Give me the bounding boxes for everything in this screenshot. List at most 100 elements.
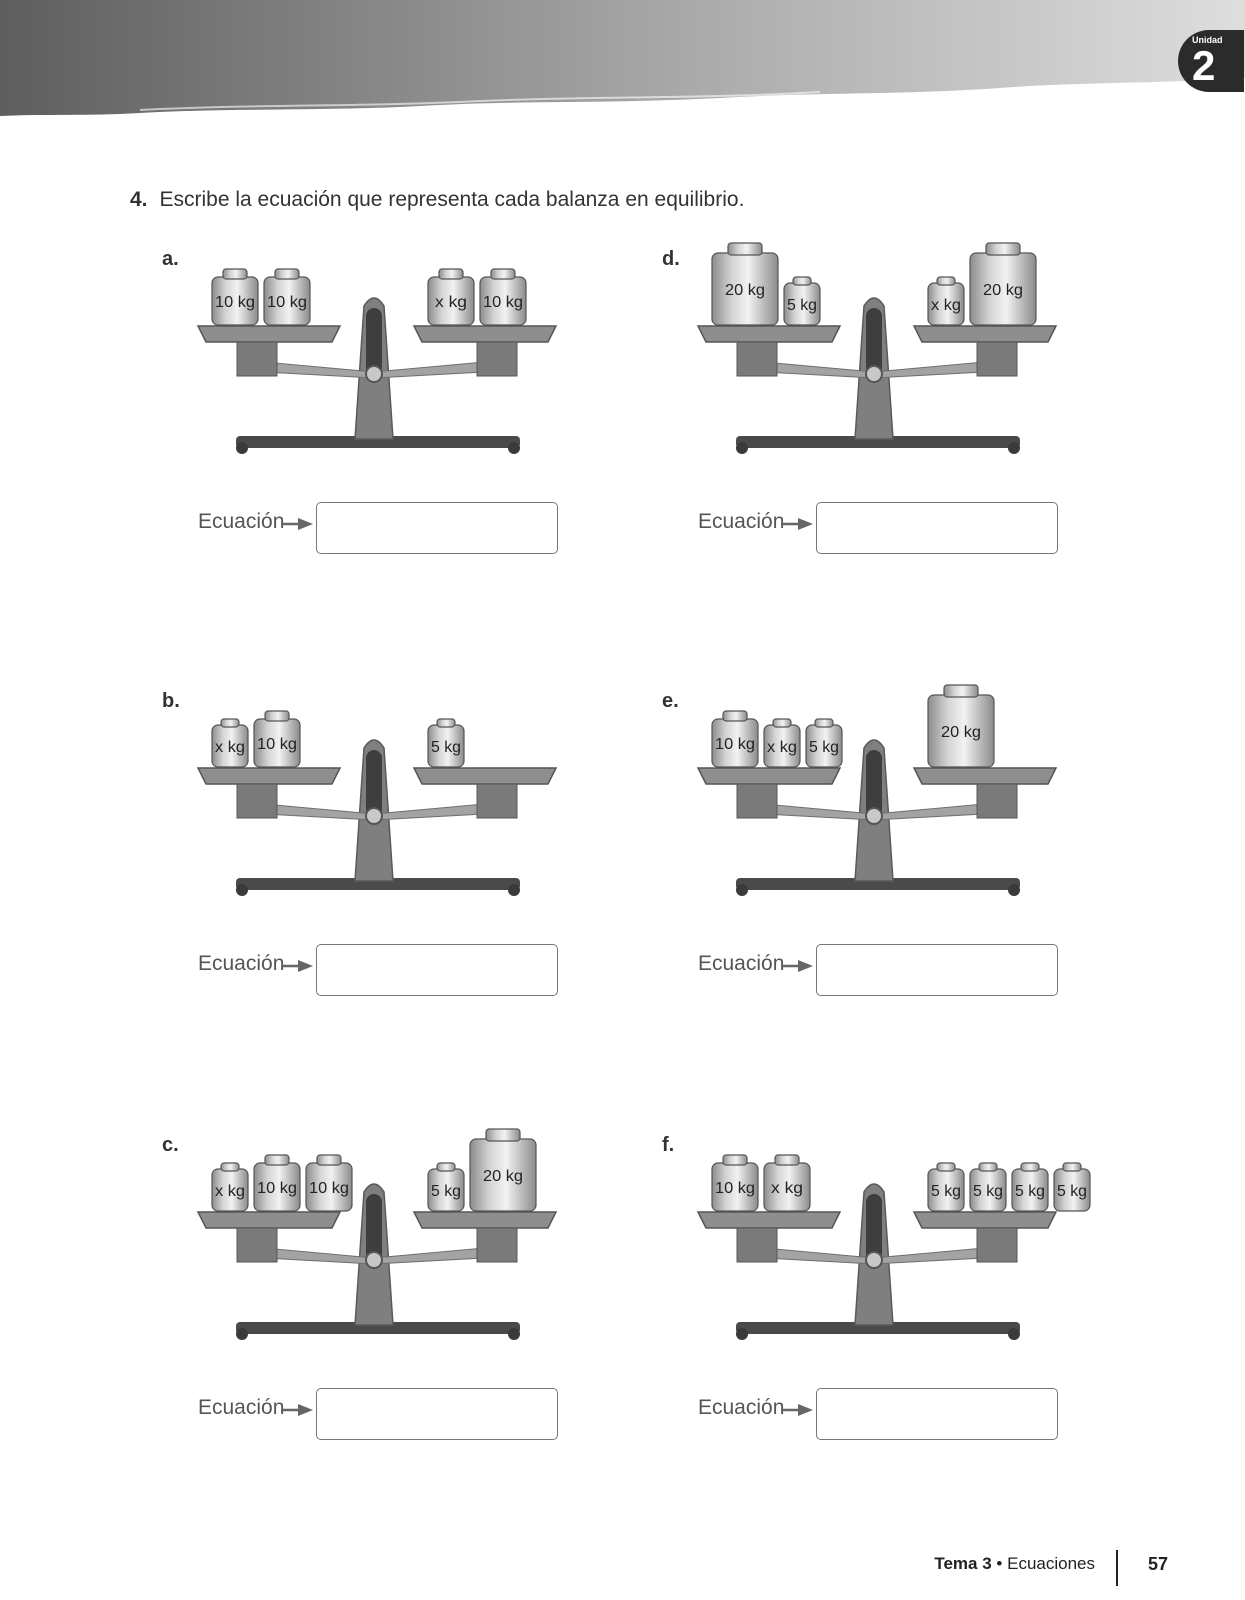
page-footer: Tema 3 • Ecuaciones 57 (934, 1550, 1210, 1586)
scale-pan (912, 767, 1058, 785)
weight-handle (220, 718, 240, 728)
equation-label: Ecuación (198, 510, 285, 533)
scale-foot (736, 442, 748, 454)
scale-pivot (865, 365, 883, 383)
weight-label: 5 kg (431, 739, 461, 756)
scale-pan (196, 325, 342, 343)
scale-base (736, 436, 1020, 448)
unit-label: Unidad (1192, 35, 1223, 45)
weight: x kg (211, 718, 249, 768)
weight: x kg (763, 718, 801, 768)
weight-label: x kg (215, 739, 245, 756)
scale-base (236, 878, 520, 890)
weight-handle (485, 1128, 521, 1142)
scale-slot (366, 750, 382, 820)
scale-foot (1008, 442, 1020, 454)
weight-label: 10 kg (257, 736, 297, 753)
weight-handle (978, 1162, 998, 1172)
footer-section: Ecuaciones (1007, 1554, 1095, 1573)
scale-pivot (865, 1251, 883, 1269)
exercise-letter: e. (662, 690, 679, 712)
arrow-right-icon (281, 518, 313, 530)
equation-label: Ecuación (698, 510, 785, 533)
weight-handle (222, 268, 248, 280)
equation-answer-box[interactable] (816, 944, 1058, 996)
scale-foot (508, 884, 520, 896)
scale-foot (1008, 1328, 1020, 1340)
weight-label: 20 kg (941, 724, 981, 741)
footer-separator: • (996, 1554, 1003, 1573)
weight-handle (264, 1154, 290, 1166)
equation-label: Ecuación (198, 1396, 285, 1419)
weight: 10 kg (479, 268, 527, 326)
weight-label: x kg (771, 1180, 803, 1197)
scale-foot (1008, 884, 1020, 896)
pan-support (976, 783, 1018, 819)
balance-scale: x kg 10 kg 5 kg (196, 710, 558, 896)
weight-label: 5 kg (1015, 1183, 1045, 1200)
pan-support (976, 341, 1018, 377)
weight: 5 kg (927, 1162, 965, 1212)
exercise-letter: f. (662, 1134, 675, 1156)
weight: x kg (211, 1162, 249, 1212)
page-number: 57 (1147, 1554, 1168, 1574)
exercise-number: 4. (130, 188, 148, 211)
scale-slot (366, 1194, 382, 1264)
weight-handle (438, 268, 464, 280)
scale-pivot (365, 365, 383, 383)
equation-answer-box[interactable] (316, 1388, 558, 1440)
weight-handle (274, 268, 300, 280)
equation-answer-box[interactable] (316, 944, 558, 996)
arrow-right-icon (281, 1404, 313, 1416)
weight: 5 kg (969, 1162, 1007, 1212)
weight-label: 20 kg (983, 282, 1023, 299)
instruction-text: Escribe la ecuación que representa cada … (159, 188, 745, 211)
scale-pan (696, 1211, 842, 1229)
weight: 5 kg (805, 718, 843, 768)
arrow-right-icon (781, 1404, 813, 1416)
weight-label: 5 kg (973, 1183, 1003, 1200)
scale-base (236, 436, 520, 448)
weight-handle (220, 1162, 240, 1172)
weight: 10 kg (711, 710, 759, 768)
weight: 10 kg (211, 268, 259, 326)
weight-handle (936, 1162, 956, 1172)
pan-support (736, 783, 778, 819)
equation-answer-box[interactable] (816, 502, 1058, 554)
weight: 20 kg (969, 242, 1037, 326)
weight: 10 kg (253, 1154, 301, 1212)
weight-handle (1062, 1162, 1082, 1172)
weight-label: 5 kg (931, 1183, 961, 1200)
scale-slot (866, 1194, 882, 1264)
equation-answer-box[interactable] (316, 502, 558, 554)
weight-handle (792, 276, 812, 286)
scale-pivot (865, 807, 883, 825)
exercise-letter: b. (162, 690, 180, 712)
weight-handle (943, 684, 979, 698)
weight-label: 10 kg (215, 294, 255, 311)
unit-number: 2 (1192, 42, 1216, 89)
scale-pivot (365, 1251, 383, 1269)
scale-pan (412, 767, 558, 785)
weight-label: 10 kg (309, 1180, 349, 1197)
footer-topic: Tema 3 • Ecuaciones (934, 1554, 1095, 1574)
arrow-right-icon (781, 518, 813, 530)
scale-foot (508, 1328, 520, 1340)
weight-handle (985, 242, 1021, 256)
weight-label: 10 kg (267, 294, 307, 311)
pan-support (236, 1227, 278, 1263)
equation-answer-box[interactable] (816, 1388, 1058, 1440)
pan-support (476, 1227, 518, 1263)
scale-slot (366, 308, 382, 378)
scale-pan (912, 325, 1058, 343)
scale-slot (866, 308, 882, 378)
exercise-letter: a. (162, 248, 179, 270)
unit-badge: Unidad 2 (1178, 30, 1244, 92)
arrow-right-icon (781, 960, 813, 972)
weight-handle (722, 1154, 748, 1166)
weight-label: 5 kg (1057, 1183, 1087, 1200)
